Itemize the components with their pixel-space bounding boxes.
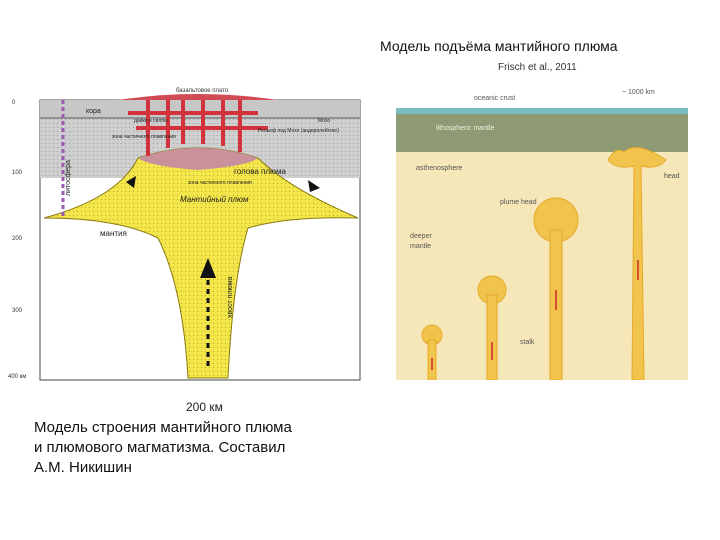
scale-label: ~ 1000 km: [622, 89, 655, 96]
dykes-and-sills: [128, 100, 268, 156]
crust-band: [40, 100, 360, 118]
depth-tick: 0: [12, 100, 16, 106]
depth-tick: 300: [12, 308, 23, 314]
figure-caption: Модель строения мантийного плюма и плюмо…: [34, 418, 374, 478]
figure-title: Модель подъёма мантийного плюма: [380, 38, 618, 54]
ocean-layer: [396, 108, 688, 114]
depth-tick: 200: [12, 236, 23, 242]
moho-label: Мохо: [318, 118, 330, 124]
asthenosphere-label: asthenosphere: [416, 165, 462, 172]
scale-bar-label: 200 км: [186, 400, 223, 414]
melt-zone-label: зона частичного плавления: [188, 180, 252, 186]
partial-melt-label: зона частичного плавления: [112, 134, 176, 140]
tail-label: хвост плюма: [227, 276, 234, 318]
plateau-label: базальтовое плато: [176, 88, 229, 94]
plume-structure-diagram: 0 100 200 300 400 км базальтовое плато к…: [8, 88, 361, 381]
plume-head-label: голова плюма: [234, 167, 286, 176]
tail-arrow-head: [200, 258, 216, 278]
plume-label: Мантийный плюм: [180, 195, 249, 204]
lithospheric-mantle-label: lithospheric mantle: [436, 125, 494, 132]
dykes-label: дайки и силлы: [134, 117, 168, 124]
basalt-plateau: [118, 94, 278, 100]
stalk-label: stalk: [520, 339, 535, 346]
plume-head-label-en: plume head: [500, 199, 537, 206]
source-credit: Frisch et al., 2011: [498, 62, 577, 73]
melt-zone: [138, 148, 258, 170]
oceanic-crust-label: oceanic crust: [474, 95, 515, 102]
crust-label: кора: [86, 108, 101, 115]
deeper-mantle-label-2: mantle: [410, 243, 431, 250]
deeper-mantle-label: deeper: [410, 233, 432, 240]
depth-tick: 100: [12, 170, 23, 176]
lithospheric-mantle-layer: [396, 114, 688, 152]
caption-line: Модель строения мантийного плюма: [34, 419, 292, 436]
depth-tick: 400 км: [8, 374, 26, 380]
plume-rise-model-diagram: oceanic crust ~ 1000 km lithospheric man…: [396, 80, 688, 380]
head-arrow-right: [308, 180, 320, 192]
head-label: head: [664, 173, 680, 180]
flow-arrows: [431, 260, 639, 370]
lithosphere-label: литосфера: [65, 160, 72, 196]
mantle-label: мантия: [100, 229, 127, 238]
caption-line: и плюмового магматизма. Составил: [34, 439, 286, 456]
head-arrow-left: [126, 176, 136, 188]
caption-line: А.М. Никишин: [34, 459, 132, 476]
plume-shapes: [421, 147, 667, 380]
moho-note: Рельеф под Мохо (андерплейтинг): [258, 127, 339, 134]
